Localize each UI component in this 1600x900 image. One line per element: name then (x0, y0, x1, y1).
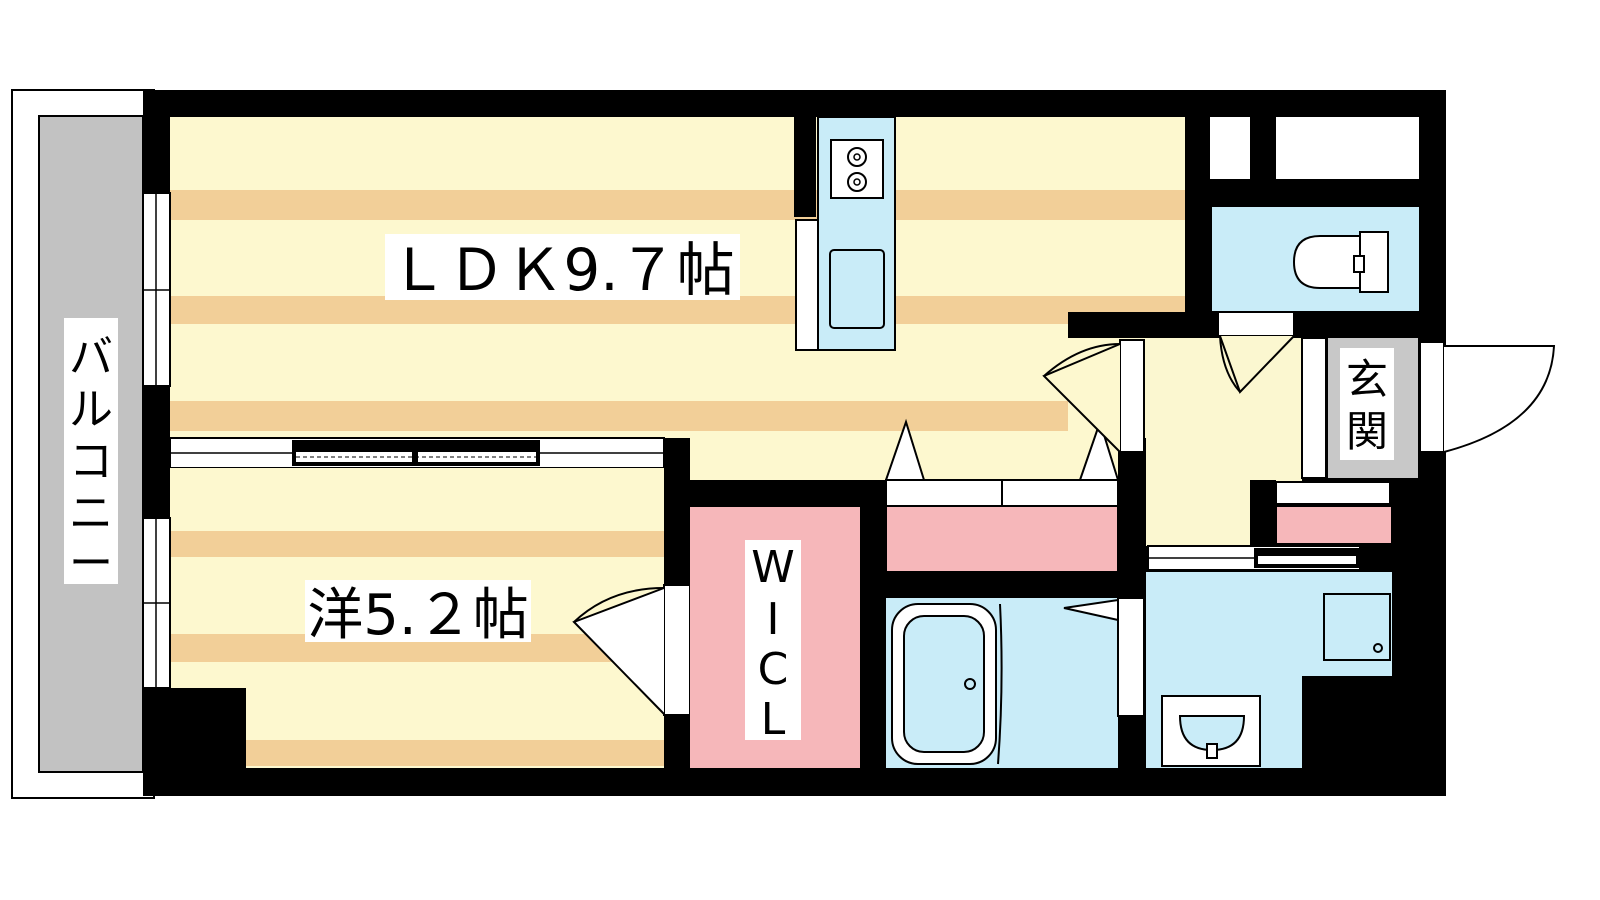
ldk-label: ＬＤＫ9.７帖 (389, 236, 734, 304)
door-swing-icon (1419, 341, 1556, 453)
entrance-label-1: 玄 (1346, 355, 1388, 404)
shoe-cabinet (1275, 481, 1393, 545)
wic-label-l: L (761, 694, 786, 745)
bathtub-icon (891, 603, 997, 765)
hallway (1146, 338, 1302, 546)
door-swing-icon (1217, 311, 1295, 394)
sliding-door-partition (169, 437, 665, 469)
entrance: 玄 関 (1301, 337, 1418, 479)
balcony-label-4: ニ (69, 488, 113, 539)
balcony: バ ル コ ニ ー (11, 89, 155, 799)
washroom (1146, 572, 1392, 768)
entrance-label-2: 関 (1346, 407, 1388, 456)
toilet-icon (1292, 231, 1389, 293)
toilet-room (1212, 207, 1419, 311)
western-room (170, 468, 664, 768)
balcony-label-5: ー (69, 538, 113, 589)
washroom-sliding-door (1147, 545, 1361, 571)
wic-label-w: W (751, 542, 795, 593)
stove-icon (830, 139, 884, 199)
wic-label-c: C (758, 644, 789, 695)
wic-label-i: I (767, 594, 780, 645)
washer-pan-icon (1323, 593, 1391, 661)
bathroom (886, 597, 1145, 768)
door-swing-icon (572, 584, 691, 716)
balcony-label-2: ル (69, 384, 113, 435)
window-lower (142, 517, 171, 689)
shoe-storage (1210, 117, 1250, 179)
walk-in-closet: W I C L (690, 507, 860, 768)
balcony-label-3: コ (69, 436, 113, 487)
kitchen-counter (794, 116, 896, 351)
closet (884, 418, 1120, 573)
door-swing-icon (1042, 339, 1145, 453)
window-upper (142, 192, 171, 387)
sink-icon (829, 249, 885, 329)
balcony-label-1: バ (69, 332, 113, 383)
western-room-label: 洋5.２帖 (307, 583, 528, 648)
washbasin-icon (1161, 695, 1261, 767)
upper-storage (1276, 117, 1419, 179)
